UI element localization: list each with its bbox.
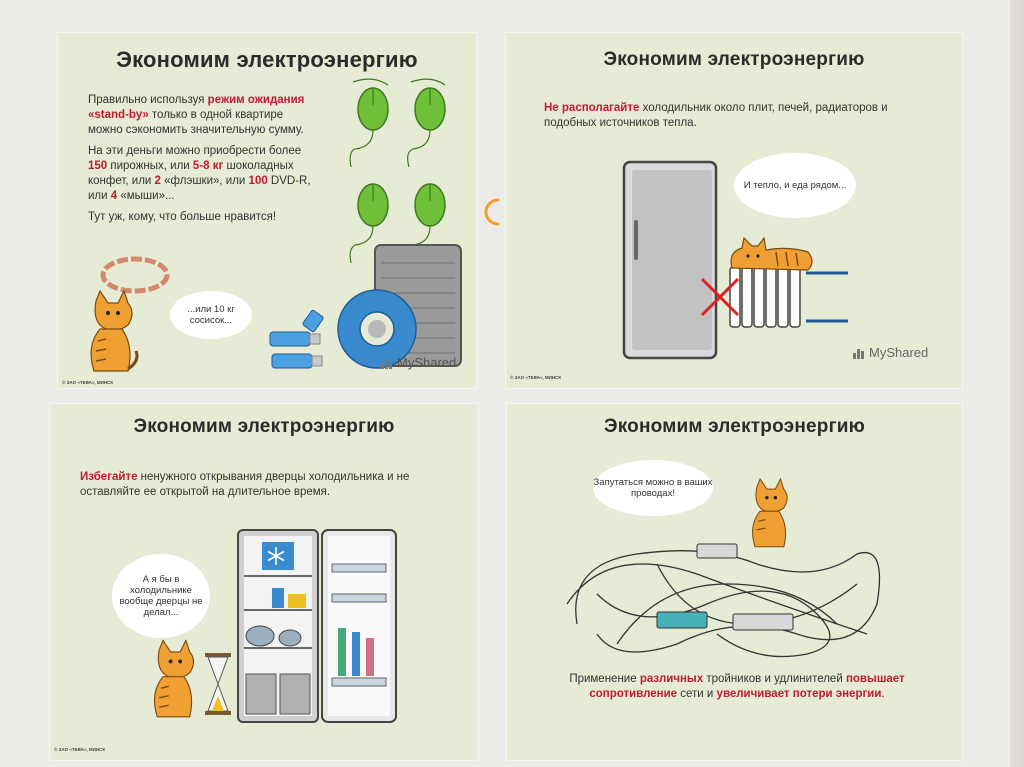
- dvd-icon: [337, 289, 417, 369]
- fridge-icon: [622, 160, 718, 360]
- slide-title: Экономим электроэнергию: [133, 416, 395, 437]
- speech-bubble: ...или 10 кг сосисок...: [170, 291, 252, 339]
- copyright: © ЗАО «ТЕВА», МИНСК: [54, 747, 106, 752]
- slide-text: Не располагайте холодильник около плит, …: [544, 102, 888, 129]
- speech-bubble: Запутаться можно в ваших проводах!: [593, 460, 713, 516]
- slide-power-strips: Экономим электроэнергию Запутаться можно…: [507, 404, 962, 760]
- watermark: MyShared: [380, 355, 456, 370]
- slide-title: Экономим электроэнергию: [603, 416, 866, 437]
- slide-heat-sources: Экономим электроэнергию Не располагайте …: [506, 33, 962, 388]
- slide-text: Избегайте ненужного открывания дверцы хо…: [80, 471, 410, 498]
- copyright: © ЗАО «ТЕВА», МИНСК: [62, 380, 114, 385]
- loading-spinner-icon: [484, 198, 500, 226]
- cat-icon: [153, 638, 195, 718]
- speech-bubble: А я бы в холодильнике вообще дверцы не д…: [112, 554, 210, 638]
- sausage-icon: [100, 256, 170, 294]
- tangled-wires-icon: [566, 543, 881, 658]
- mice-icon: [349, 78, 446, 264]
- chart-logo-icon: [381, 358, 392, 369]
- slide-text: Применение различных тройников и удлинит…: [569, 673, 905, 700]
- cat-icon: [730, 236, 813, 271]
- prohibit-cross-icon: [700, 277, 740, 317]
- radiator-icon: [729, 266, 848, 328]
- slide-standby: Экономим электроэнергию Правильно исполь…: [58, 33, 476, 388]
- slide-fridge-door: Экономим электроэнергию Избегайте ненужн…: [50, 404, 478, 760]
- hourglass-icon: [205, 653, 231, 715]
- watermark: MyShared: [852, 345, 928, 360]
- copyright: © ЗАО «ТЕВА», МИНСК: [510, 375, 562, 380]
- cat-icon: [752, 477, 788, 548]
- speech-bubble: И тепло, и еда рядом...: [734, 153, 856, 218]
- slide-title: Экономим электроэнергию: [116, 47, 418, 72]
- frame-edge: [1010, 0, 1024, 767]
- flash-drive-icon: [269, 309, 324, 369]
- slide-text: Правильно используя режим ожидания «stan…: [88, 94, 311, 223]
- snowflake-icon: [267, 547, 285, 565]
- chart-logo-icon: [853, 348, 864, 359]
- cat-icon: [90, 289, 139, 372]
- slide-title: Экономим электроэнергию: [603, 49, 865, 70]
- fridge-icon: [237, 529, 397, 723]
